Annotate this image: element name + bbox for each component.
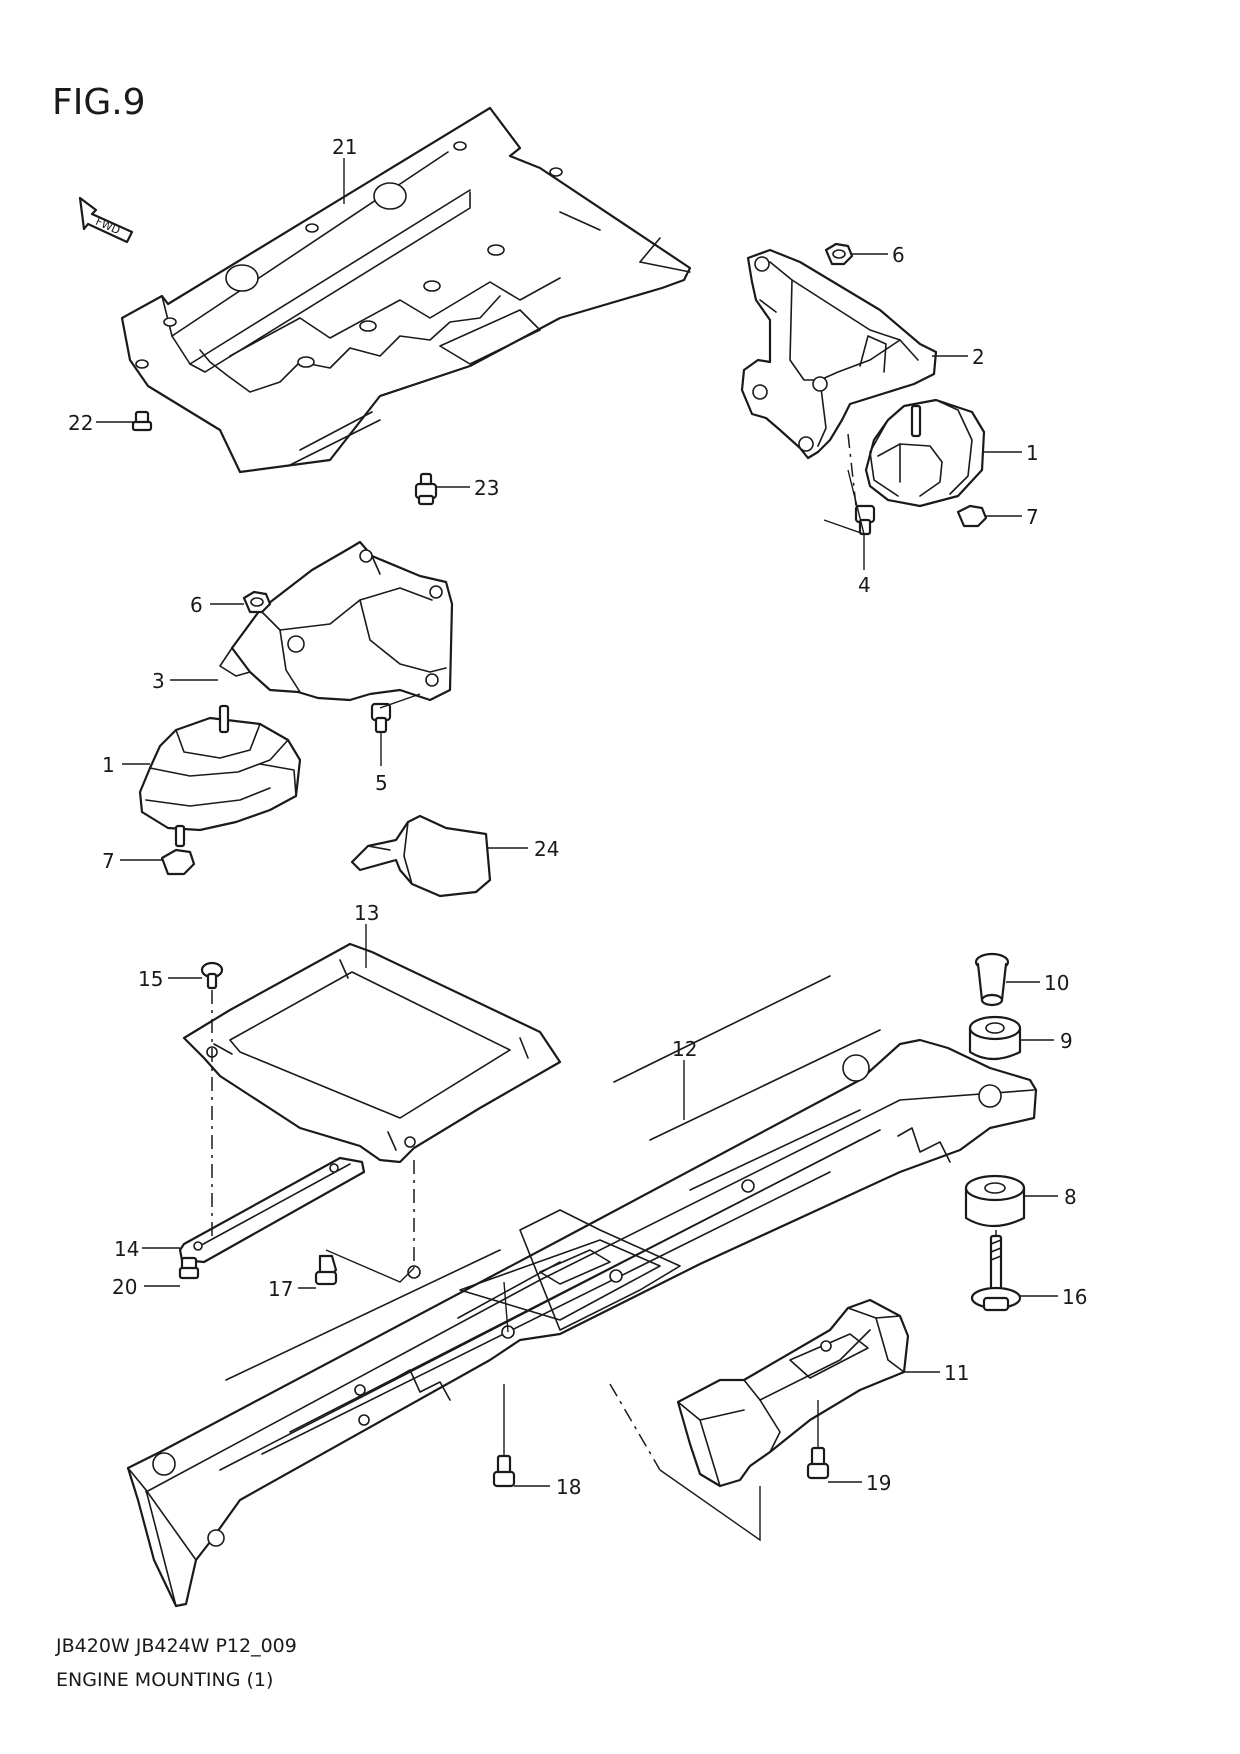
part-14-strip [178, 1156, 366, 1264]
callout-1: 1 [1026, 441, 1039, 465]
callout-5: 5 [375, 771, 388, 795]
callout-16: 16 [1062, 1285, 1087, 1309]
nut-6b-icon [242, 590, 272, 614]
caption-title: ENGINE MOUNTING (1) [56, 1669, 273, 1691]
callout-7: 7 [1026, 505, 1039, 529]
callout-18: 18 [556, 1475, 581, 1499]
part-2-right-bracket [740, 248, 938, 460]
bolt-23-icon [414, 472, 438, 506]
bolt-5-icon [370, 702, 392, 734]
leader-lines [96, 158, 1058, 1542]
callout-23: 23 [474, 476, 499, 500]
callout-17: 17 [268, 1277, 293, 1301]
bolt-16-icon [970, 1234, 1022, 1312]
figure-title: FIG.9 [52, 82, 146, 123]
caption-model: JB420W JB424W P12_009 [55, 1635, 297, 1657]
bolt-22-icon [131, 410, 153, 432]
callout-22: 22 [68, 411, 93, 435]
part-9-bushing [968, 1015, 1022, 1061]
callout-8: 8 [1064, 1185, 1077, 1209]
callout-12: 12 [672, 1037, 697, 1061]
part-12-skid-plate [126, 975, 1038, 1608]
callout-11: 11 [944, 1361, 969, 1385]
callout-1b: 1 [102, 753, 115, 777]
callout-10: 10 [1044, 971, 1069, 995]
bolt-15-icon [200, 961, 224, 990]
callout-20: 20 [112, 1275, 137, 1299]
callout-2: 2 [972, 345, 985, 369]
part-24-heat-shield [350, 814, 492, 898]
callout-14: 14 [114, 1237, 139, 1261]
part-13-frame [182, 942, 562, 1164]
callout-9: 9 [1060, 1029, 1073, 1053]
part-1-engine-mount-left [138, 704, 302, 848]
callouts: 21 22 23 6 2 1 7 4 6 3 5 1 7 24 13 15 10… [68, 135, 1087, 1499]
part-10-collar [974, 952, 1010, 1007]
alignment-line-11 [609, 1383, 661, 1471]
bolt-20-icon [178, 1256, 200, 1280]
part-3-left-bracket [219, 540, 454, 702]
nut-6-icon [824, 242, 854, 266]
part-8-cushion [964, 1174, 1026, 1228]
callout-21: 21 [332, 135, 357, 159]
bolt-18-icon [492, 1454, 516, 1488]
part-1-engine-mount-right [864, 398, 986, 508]
callout-6: 6 [892, 243, 905, 267]
callout-4: 4 [858, 573, 871, 597]
bolt-19-icon [806, 1446, 830, 1480]
nut-7-icon [956, 504, 988, 528]
callout-7b: 7 [102, 849, 115, 873]
callout-19: 19 [866, 1471, 891, 1495]
callout-3: 3 [152, 669, 165, 693]
callout-6b: 6 [190, 593, 203, 617]
callout-13: 13 [354, 901, 379, 925]
part-21-under-cover [120, 106, 692, 474]
nut-7b-icon [160, 848, 196, 876]
part-11-trans-mount [676, 1298, 910, 1488]
callout-15: 15 [138, 967, 163, 991]
fwd-arrow-icon: FWD [78, 196, 134, 244]
callout-24: 24 [534, 837, 559, 861]
clip-17-icon [314, 1254, 338, 1286]
